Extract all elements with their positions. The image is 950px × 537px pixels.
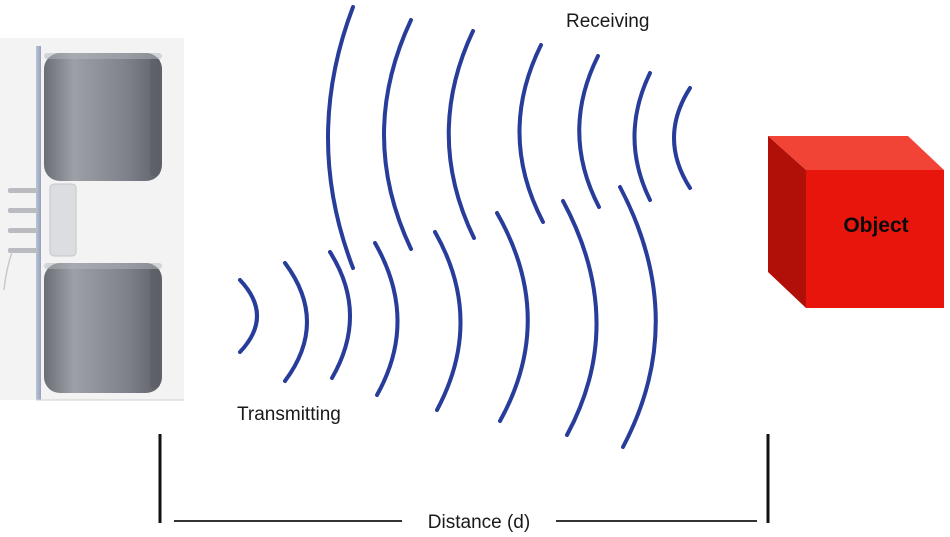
tx-wave-7 <box>561 199 599 437</box>
tx-wave-8 <box>618 185 658 449</box>
tx-wave-5 <box>433 230 463 412</box>
rx-wave-1 <box>326 5 355 270</box>
rx-wave-6 <box>632 71 652 202</box>
transmitting-waves <box>238 185 658 449</box>
object-label: Object <box>843 214 908 237</box>
receiving-waves <box>326 5 692 270</box>
sensor-board-edge <box>36 46 41 400</box>
rx-wave-7 <box>672 86 692 190</box>
tx-wave-2 <box>283 261 309 383</box>
receiving-label: Receiving <box>566 11 649 32</box>
sensor-pins <box>8 188 38 253</box>
distance-marker: Distance (d) <box>158 434 770 533</box>
transmitter-transducer <box>44 263 162 393</box>
ultrasonic-sensor <box>0 38 184 401</box>
sensor-crystal <box>49 183 77 257</box>
object-cube-side <box>768 136 806 308</box>
sensor-wire <box>3 251 13 291</box>
tx-wave-6 <box>495 211 530 423</box>
rx-wave-5 <box>577 54 601 209</box>
transmitting-label: Transmitting <box>237 404 341 425</box>
object-cube: Object <box>768 136 944 308</box>
receiver-transducer <box>44 53 162 181</box>
distance-label: Distance (d) <box>428 512 530 533</box>
object-cube-front <box>806 170 944 308</box>
tx-wave-4 <box>373 241 400 397</box>
tx-wave-3 <box>328 250 352 380</box>
object-cube-top <box>768 136 944 170</box>
rx-wave-3 <box>446 29 476 240</box>
tx-wave-1 <box>238 278 259 354</box>
rx-wave-4 <box>517 43 545 224</box>
rx-wave-2 <box>382 18 413 251</box>
